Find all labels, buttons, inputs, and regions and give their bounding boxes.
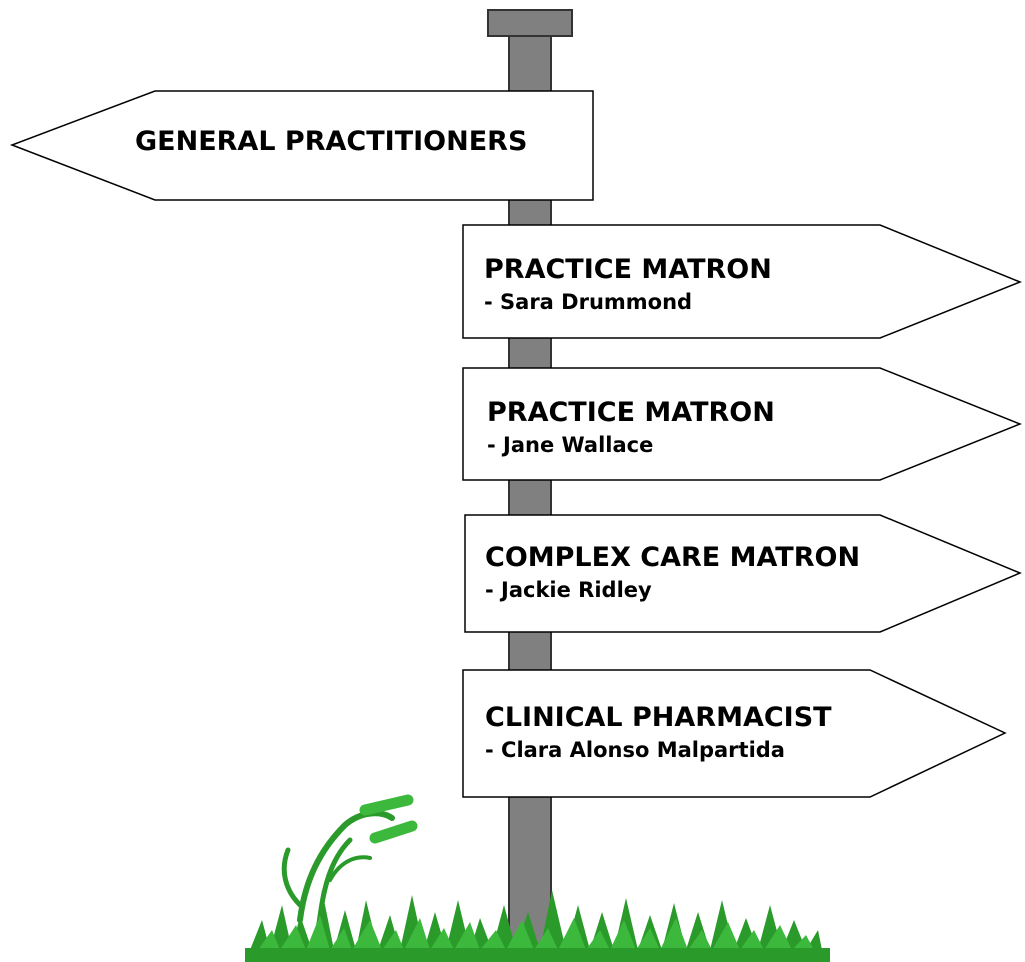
sign-sublabel-jackie-ridley: - Jackie Ridley: [485, 578, 652, 602]
sign-label-complex-care-matron: COMPLEX CARE MATRON: [485, 542, 861, 573]
sign-practice-matron-sara-drummond: [462, 224, 1023, 339]
sign-label-practice-matron-2: PRACTICE MATRON: [487, 397, 775, 428]
sign-label-clinical-pharmacist: CLINICAL PHARMACIST: [485, 702, 832, 733]
sign-complex-care-matron: [464, 514, 1022, 633]
sign-label-general-practitioners: GENERAL PRACTITIONERS: [135, 126, 528, 157]
sign-sublabel-sara-drummond: - Sara Drummond: [484, 290, 693, 314]
sign-general-practitioners: [9, 90, 594, 201]
sign-practice-matron-jane-wallace: [462, 367, 1023, 481]
sign-sublabel-jane-wallace: - Jane Wallace: [487, 433, 654, 457]
sign-sublabel-clara-alonso-malpartida: - Clara Alonso Malpartida: [485, 738, 785, 762]
grass-illustration: [245, 794, 830, 962]
sign-clinical-pharmacist: [462, 669, 1007, 798]
signpost-cap: [487, 9, 573, 37]
sign-label-practice-matron-1: PRACTICE MATRON: [484, 254, 772, 285]
